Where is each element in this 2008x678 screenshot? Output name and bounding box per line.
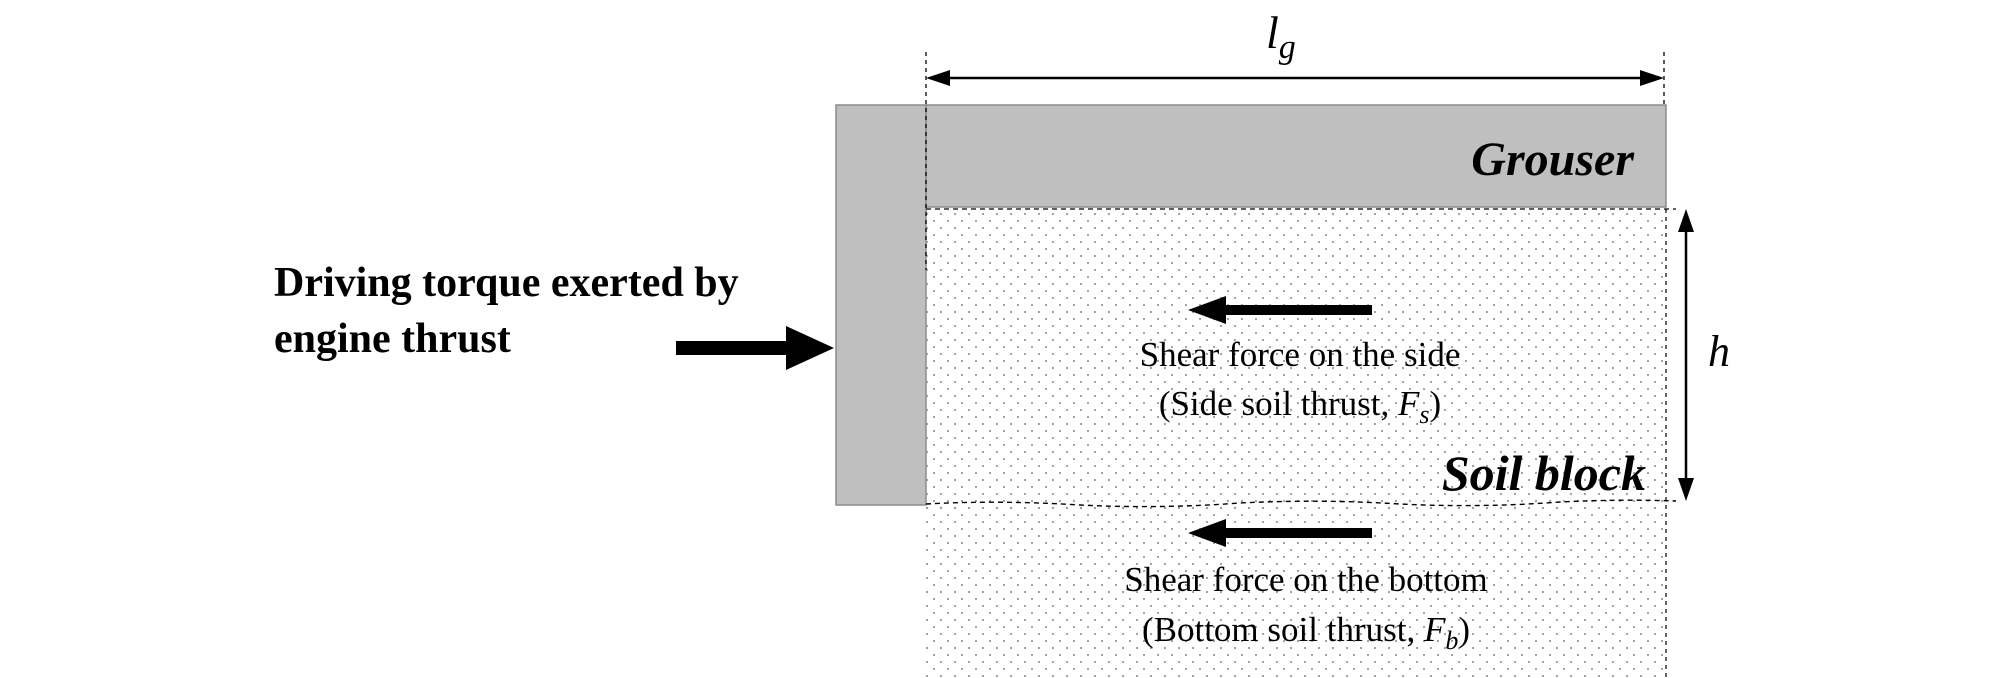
driving-torque-label-line2: engine thrust <box>274 316 511 362</box>
side-shear-arrow-head <box>1188 296 1226 324</box>
grouser-label: Grouser <box>1471 133 1635 186</box>
side-shear-label-line1: Shear force on the side <box>1140 335 1461 374</box>
length-label: lg <box>1266 7 1296 66</box>
soil-block-region <box>926 210 1666 510</box>
bottom-shear-arrow-head <box>1188 519 1226 547</box>
vertical-plate <box>835 104 927 506</box>
grouser-plate <box>925 104 1667 208</box>
side-shear-arrow-shaft <box>1222 305 1372 315</box>
height-arrow-bottom-head <box>1678 478 1694 501</box>
height-label: h <box>1708 327 1730 376</box>
driving-torque-label-line1: Driving torque exerted by <box>274 260 739 306</box>
bottom-shear-arrow-shaft <box>1222 528 1372 538</box>
soil-bottom-dashed-line <box>925 499 1677 508</box>
driving-arrow-head <box>786 326 834 370</box>
bottom-shear-label-line2: (Bottom soil thrust, Fb) <box>1142 610 1470 655</box>
side-shear-label-line2: (Side soil thrust, Fs) <box>1159 384 1441 429</box>
bottom-shear-label-line1: Shear force on the bottom <box>1124 560 1488 599</box>
driving-arrow-shaft <box>676 341 788 355</box>
length-arrow-left-head <box>926 70 950 86</box>
height-arrow-top-head <box>1678 209 1694 232</box>
length-arrow-right-head <box>1640 70 1664 86</box>
soil-block-label: Soil block <box>1442 445 1646 501</box>
